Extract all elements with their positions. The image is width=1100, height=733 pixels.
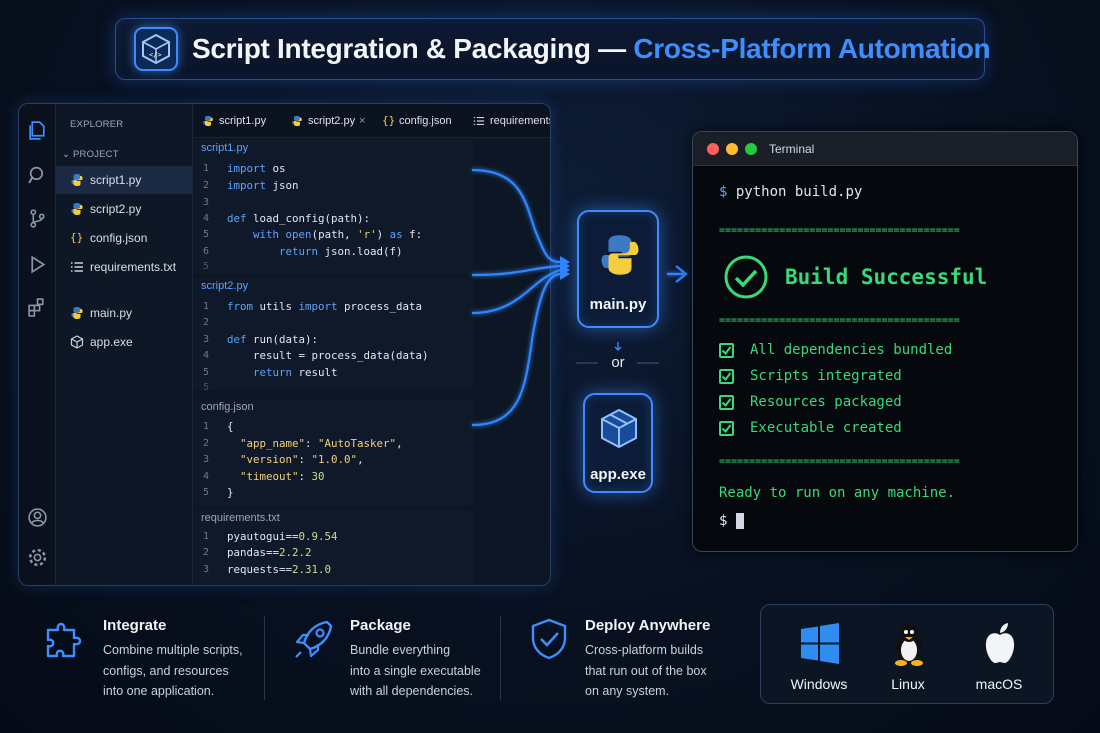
- arrow-down-icon: [614, 342, 622, 351]
- pane-title: script1.py: [201, 142, 249, 154]
- rocket-icon: [295, 620, 333, 658]
- page-title: Script Integration & Packaging — Cross-P…: [192, 33, 991, 64]
- platform-macos: macOS: [954, 605, 1044, 705]
- terminal-command: $ python build.py: [719, 184, 863, 200]
- pane-title: requirements.txt: [201, 512, 280, 524]
- python-icon: [71, 203, 83, 215]
- explorer-item-main[interactable]: main.py: [56, 299, 192, 327]
- feature-divider: [500, 616, 501, 700]
- pane-title: config.json: [201, 401, 254, 413]
- explorer-item-script1[interactable]: script1.py: [56, 166, 192, 194]
- pane-title: script2.py: [201, 280, 249, 292]
- maximize-window-button[interactable]: [745, 143, 757, 155]
- explorer-item-requirements[interactable]: requirements.txt: [56, 253, 192, 281]
- windows-logo-icon: [801, 623, 839, 664]
- platform-windows: Windows: [774, 605, 864, 705]
- or-label: or: [611, 354, 625, 371]
- terminal-separator: ========================================: [719, 456, 960, 467]
- title-banner: </> Script Integration & Packaging — Cro…: [115, 18, 991, 80]
- arrow-to-terminal-icon: [675, 265, 688, 283]
- explorer-item-script2[interactable]: script2.py: [56, 195, 192, 223]
- terminal-separator: ========================================: [719, 315, 960, 326]
- run-debug-icon[interactable]: [27, 254, 48, 275]
- activity-bar: [19, 104, 56, 585]
- package-box-icon: [601, 408, 637, 449]
- arrow-heads: [560, 256, 570, 280]
- extensions-icon[interactable]: [27, 297, 48, 318]
- close-window-button[interactable]: [707, 143, 719, 155]
- python-icon: [292, 115, 302, 127]
- python-icon: [601, 235, 639, 275]
- linux-penguin-icon: [895, 624, 923, 666]
- code-editor-window: EXPLORER ⌄ PROJECT script1.py script2.py…: [18, 103, 551, 586]
- apple-logo-icon: [985, 623, 1015, 664]
- python-icon: [203, 115, 213, 127]
- explorer-item-app-exe[interactable]: app.exe: [56, 328, 192, 356]
- terminal-prompt[interactable]: $: [719, 513, 728, 529]
- account-icon[interactable]: [27, 507, 48, 528]
- checkbox-checked-icon: [719, 369, 734, 384]
- main-py-label: main.py: [589, 296, 647, 313]
- minimize-window-button[interactable]: [726, 143, 738, 155]
- platform-linux: Linux: [863, 605, 953, 705]
- terminal-separator: ========================================: [719, 225, 960, 236]
- platform-panel: Windows Linux macOS: [760, 604, 1054, 704]
- python-icon: [71, 307, 83, 319]
- chevron-down-icon: ⌄: [62, 149, 73, 160]
- main-py-output-tile[interactable]: main.py: [577, 210, 659, 328]
- checkbox-checked-icon: [719, 395, 734, 410]
- checkbox-checked-icon: [719, 343, 734, 358]
- search-icon[interactable]: [27, 165, 48, 186]
- editor-tab-bar: script1.py script2.py × {} config.json r…: [193, 104, 550, 138]
- source-control-icon[interactable]: [27, 208, 48, 229]
- project-folder[interactable]: ⌄ PROJECT: [62, 149, 119, 160]
- list-icon: [71, 262, 83, 272]
- explorer-sidebar: EXPLORER ⌄ PROJECT script1.py script2.py…: [56, 104, 193, 585]
- terminal-title-bar: Terminal: [693, 132, 1077, 166]
- package-icon: [70, 335, 84, 349]
- terminal-window: Terminal $ python build.py =============…: [692, 131, 1078, 552]
- settings-gear-icon[interactable]: [27, 547, 48, 568]
- feature-divider: [264, 616, 265, 700]
- ready-message: Ready to run on any machine.: [719, 485, 956, 501]
- app-exe-label: app.exe: [590, 466, 646, 483]
- app-exe-output-tile[interactable]: app.exe: [583, 393, 653, 493]
- build-status: Build Successful: [785, 265, 988, 289]
- success-check-icon: [724, 255, 768, 299]
- python-icon: [71, 174, 83, 186]
- terminal-title: Terminal: [769, 142, 815, 156]
- list-icon: [473, 116, 485, 126]
- shield-check-icon: [531, 618, 567, 660]
- explorer-item-config[interactable]: {} config.json: [70, 231, 148, 245]
- code-cube-icon: </>: [134, 27, 178, 71]
- puzzle-icon: [46, 622, 82, 658]
- terminal-cursor: [736, 513, 744, 529]
- svg-text:</>: </>: [149, 51, 162, 59]
- explorer-heading: EXPLORER: [70, 119, 124, 130]
- checkbox-checked-icon: [719, 421, 734, 436]
- code-pane-config[interactable]: config.json 1{ 2 "app_name": "AutoTasker…: [193, 399, 474, 505]
- json-braces-icon: {}: [382, 114, 396, 127]
- files-icon[interactable]: [27, 120, 48, 141]
- tab-close-icon[interactable]: ×: [359, 115, 366, 127]
- json-braces-icon: {}: [70, 231, 84, 244]
